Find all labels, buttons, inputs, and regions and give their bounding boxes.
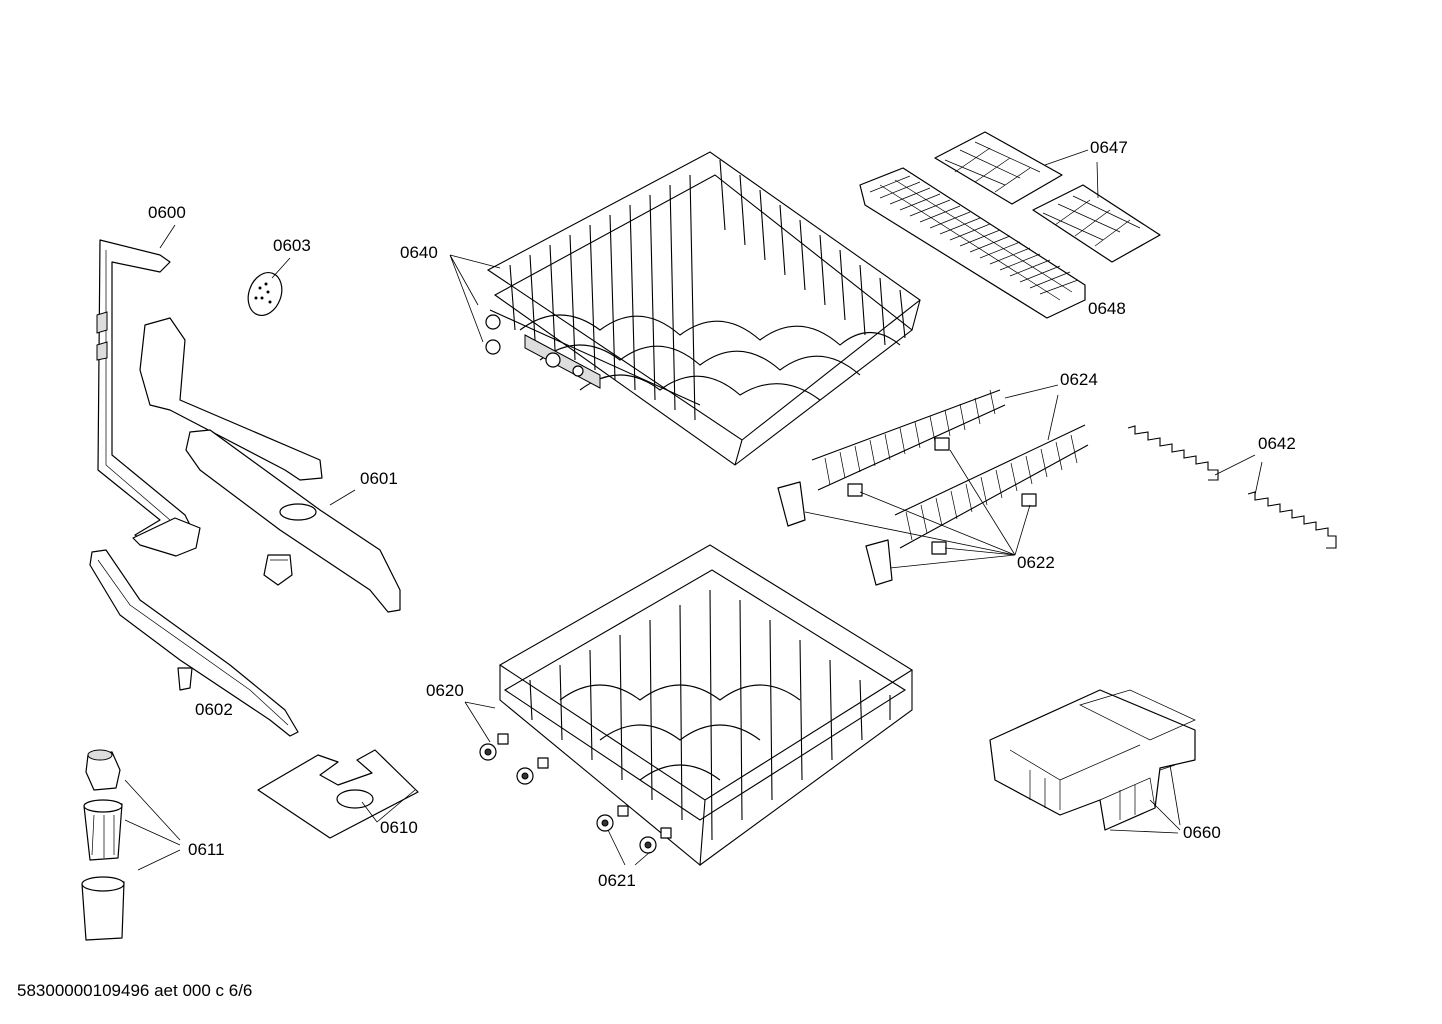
callout-0660: 0660 <box>1183 823 1221 842</box>
callout-0602: 0602 <box>195 700 233 719</box>
callout-0610: 0610 <box>380 818 418 837</box>
supply-pipe-drawing <box>96 239 201 557</box>
upper-basket-drawing <box>485 151 921 466</box>
clips-drawing <box>777 437 1037 586</box>
cutlery-tray-drawing <box>859 167 1086 319</box>
callout-0642: 0642 <box>1258 434 1296 453</box>
nozzle-cap-drawing <box>247 272 283 316</box>
callout-0620: 0620 <box>426 681 464 700</box>
upper-spray-arm-drawing <box>139 317 401 613</box>
lower-spray-arm-drawing <box>89 549 299 737</box>
callout-0611: 0611 <box>188 840 225 859</box>
stair-strips-drawing <box>1127 425 1337 549</box>
callout-0603: 0603 <box>273 236 311 255</box>
sump-plate-drawing <box>257 749 419 839</box>
callout-0621: 0621 <box>598 871 636 890</box>
tine-rows-drawing <box>811 389 1089 549</box>
callout-0647: 0647 <box>1090 138 1128 157</box>
callout-0648: 0648 <box>1088 299 1126 318</box>
callout-0640: 0640 <box>400 243 438 262</box>
leader-lines <box>124 149 1263 871</box>
callout-0622: 0622 <box>1017 553 1055 572</box>
lower-basket-drawing <box>498 544 914 867</box>
cutlery-basket-drawing <box>989 689 1196 831</box>
filters-drawing <box>81 749 125 941</box>
document-id-footer: 58300000109496 aet 000 c 6/6 <box>17 981 253 1000</box>
wheels-drawing <box>479 733 672 854</box>
callout-0600: 0600 <box>148 203 186 222</box>
callout-0624: 0624 <box>1060 370 1098 389</box>
callout-0601: 0601 <box>360 469 398 488</box>
knife-racks-drawing <box>934 131 1161 263</box>
